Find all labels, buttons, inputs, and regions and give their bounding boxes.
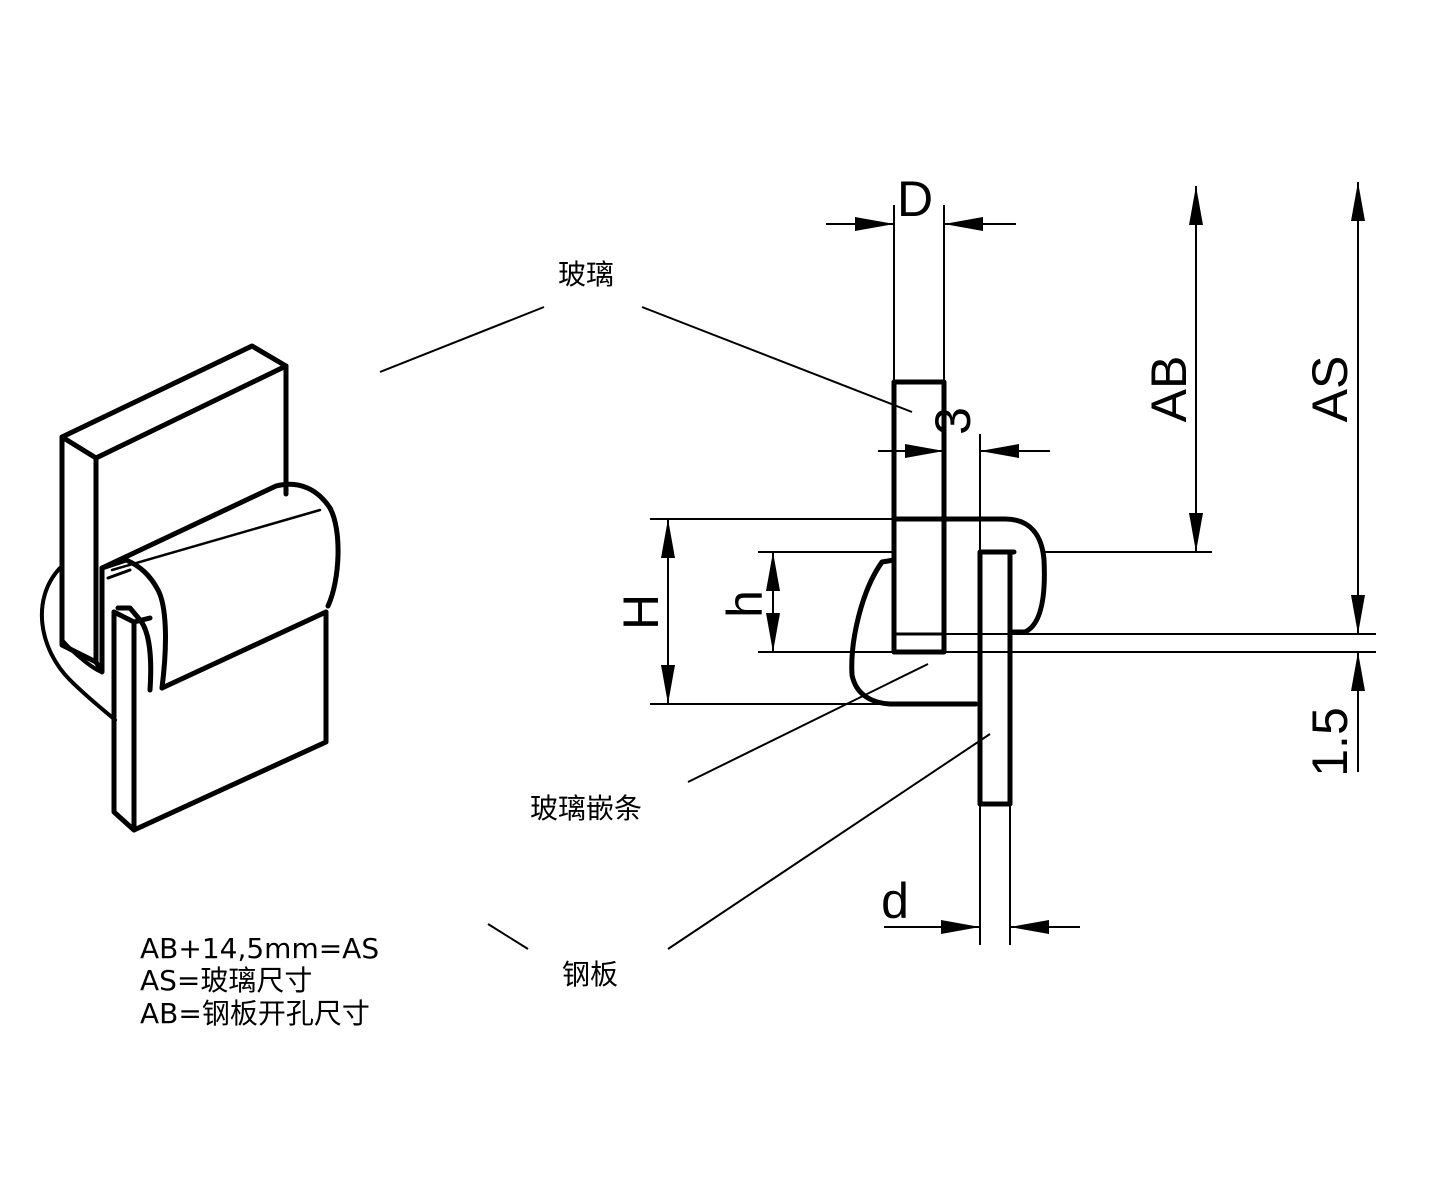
arrow-D-left <box>855 217 894 231</box>
dim-AS-label: AS <box>1302 356 1358 423</box>
dim-h-label: h <box>717 590 773 618</box>
arrow-AB-bottom <box>1189 513 1203 552</box>
formula-line-1: AB+14,5mm=AS <box>140 932 379 965</box>
section-view <box>849 379 1047 807</box>
dim-3-label: 3 <box>925 407 981 435</box>
arrow-AS-top <box>1351 182 1365 221</box>
arrow-AS-bottom <box>1351 595 1365 634</box>
arrow-AB-top <box>1189 186 1203 225</box>
iso-gasket-top <box>99 481 341 609</box>
arrow-H-top <box>661 519 675 558</box>
dim-H-label: H <box>613 594 669 630</box>
formula-line-2: AS=玻璃尺寸 <box>140 964 312 997</box>
leader-steel-right <box>667 733 991 950</box>
iso-glass-slot <box>93 565 105 675</box>
iso-steel-plate <box>111 609 329 833</box>
arrow-gap-top <box>1351 652 1365 691</box>
label-gasket: 玻璃嵌条 <box>530 792 642 825</box>
iso-gasket-back-lobe <box>39 566 117 722</box>
dimension-text: D d H h 3 AB AS 1.5 <box>613 171 1358 929</box>
dim-gap-label: 1.5 <box>1302 707 1358 777</box>
isometric-view <box>39 343 341 833</box>
label-glass: 玻璃 <box>558 258 614 291</box>
arrow-3-right <box>980 444 1019 458</box>
leader-gasket <box>687 663 929 783</box>
arrowheads <box>661 182 1365 934</box>
dim-D-label: D <box>897 171 933 227</box>
formula-block: AB+14,5mm=AS AS=玻璃尺寸 AB=钢板开孔尺寸 <box>140 932 379 1030</box>
part-labels: 玻璃 玻璃嵌条 钢板 <box>530 258 642 991</box>
iso-glass-top <box>59 343 289 461</box>
section-steel-plate <box>977 549 1013 807</box>
iso-gasket-front <box>99 557 168 691</box>
iso-gasket-top-line <box>110 508 322 572</box>
arrow-D-right <box>944 217 983 231</box>
dim-d-label: d <box>881 873 909 929</box>
arrow-H-bottom <box>661 665 675 704</box>
leader-steel-left <box>487 923 529 950</box>
arrow-h-bottom <box>766 613 780 652</box>
arrow-h-top <box>766 552 780 591</box>
arrow-3-left <box>905 444 944 458</box>
iso-glass-front <box>59 434 99 665</box>
arrow-d-right <box>1010 920 1049 934</box>
arrow-d-left <box>941 920 980 934</box>
section-gasket-profile <box>849 516 1047 707</box>
iso-gasket-bottom <box>159 609 329 691</box>
section-glass-pane <box>891 379 947 655</box>
iso-steel-plate-top <box>111 609 153 625</box>
iso-gasket-inner-top <box>106 568 132 580</box>
label-steel-plate: 钢板 <box>562 958 618 991</box>
dim-AB-label: AB <box>1141 356 1197 423</box>
leader-glass-right <box>641 306 913 413</box>
formula-line-3: AB=钢板开孔尺寸 <box>140 997 370 1030</box>
leader-glass-left <box>379 306 545 373</box>
